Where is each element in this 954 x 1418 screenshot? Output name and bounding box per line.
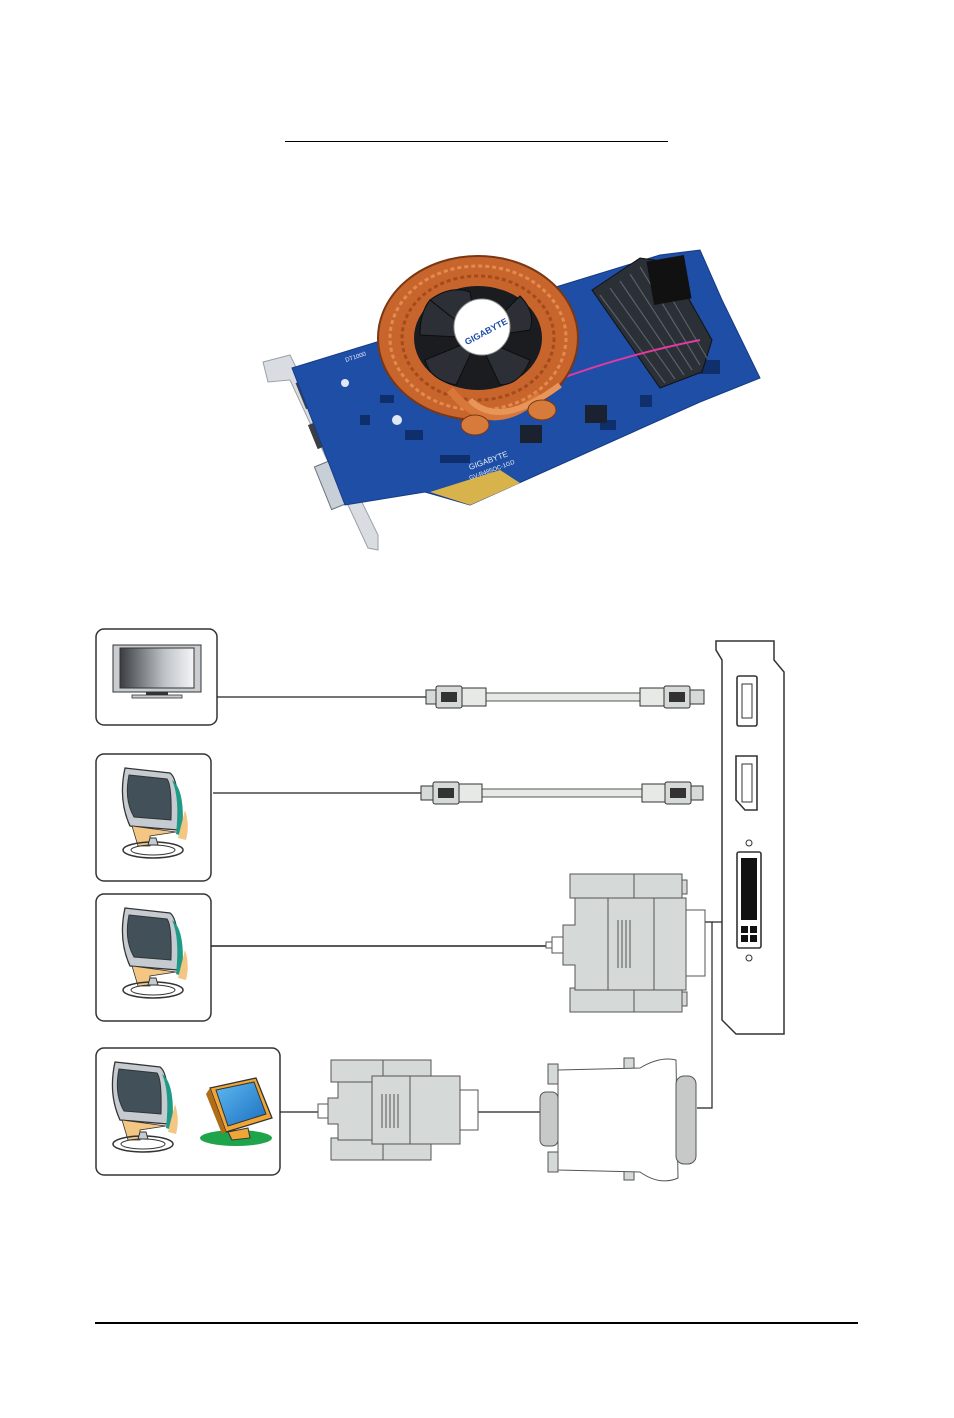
- hdmi-cable-2: [421, 782, 703, 804]
- dsub-connector: [318, 1060, 478, 1160]
- hdmi-cable-1: [426, 686, 704, 708]
- footer-rule: [95, 1322, 858, 1324]
- displayport-port: [736, 756, 757, 810]
- dvi-to-dsub-adapter: [540, 1058, 696, 1181]
- dvi-port: [737, 840, 761, 961]
- dvi-connector: [546, 874, 705, 1012]
- hdmi-port: [737, 676, 757, 726]
- card-output-bracket: [716, 641, 784, 1034]
- lcd-tv-icon: [113, 645, 201, 698]
